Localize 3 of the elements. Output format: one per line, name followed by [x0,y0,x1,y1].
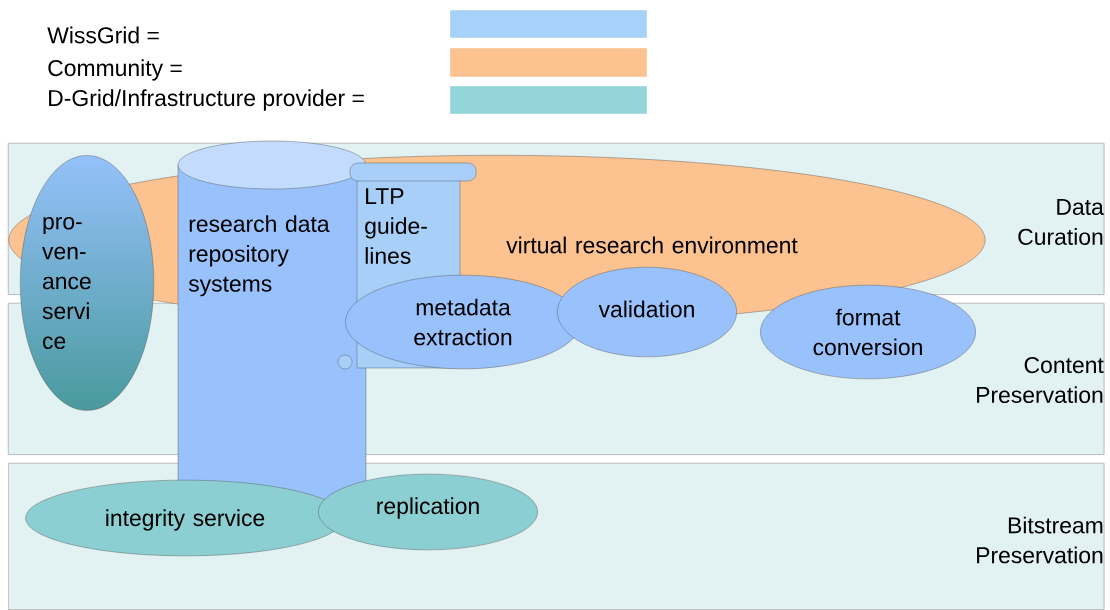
legend-label: Community = [48,59,182,81]
legend-label: D-Grid/Infrastructure provider = [49,89,364,111]
legend-label: WissGrid = [47,26,159,44]
